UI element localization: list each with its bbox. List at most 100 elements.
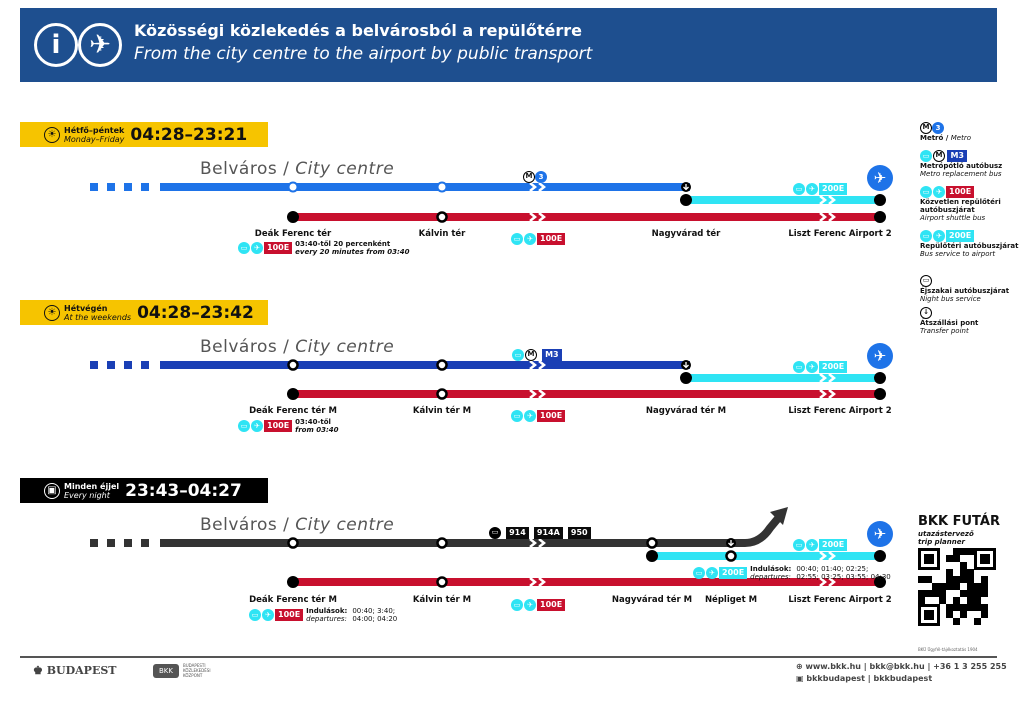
qr-code[interactable] [918, 548, 996, 626]
line-dash [107, 183, 115, 191]
route-200e-badge: ▭✈200E [793, 534, 848, 553]
deak-100e-departures: ▭✈100E Indulások:00:40; 3:40;departures:… [249, 607, 397, 623]
day-hu: Hétfő–péntek [64, 125, 125, 135]
transfer-arrow [683, 362, 689, 369]
station-label: Deák Ferenc tér [254, 229, 332, 239]
bus-icon: ▭ [793, 182, 805, 195]
social-info: ▣ bkkbudapest | bkkbudapest [796, 674, 933, 683]
page-subtitle: From the city centre to the airport by p… [134, 44, 593, 64]
direction-chevron [529, 577, 538, 587]
station-label: Kálvin tér M [412, 595, 472, 605]
station-stop [436, 388, 448, 400]
direction-chevron [538, 212, 547, 222]
direction-chevron [538, 389, 547, 399]
station-stop [874, 550, 886, 562]
page-title: Közösségi közlekedés a belvárosból a rep… [134, 21, 582, 40]
station-stop [680, 194, 692, 206]
direction-chevron [819, 577, 828, 587]
direction-chevron [538, 182, 547, 192]
airport-icon: ✈ [867, 343, 893, 369]
night-bus-icon: ▭ [489, 526, 501, 539]
service-hours: 23:43–04:27 [125, 480, 242, 501]
continuation-arrow [770, 507, 788, 525]
direction-chevron [819, 389, 828, 399]
station-label: Deák Ferenc tér M [249, 406, 337, 416]
direction-chevron [828, 389, 837, 399]
night-bus-line [160, 513, 784, 547]
direction-chevron [828, 551, 837, 561]
station-stop [287, 537, 299, 549]
station-stop [287, 388, 299, 400]
station-stop [874, 388, 886, 400]
day-en: Monday–Friday [64, 134, 125, 144]
station-label: Kálvin tér M [412, 406, 472, 416]
station-label: Népliget M [704, 595, 758, 605]
header-banner: i ✈ Közösségi közlekedés a belvárosból a… [20, 8, 997, 82]
city-centre-label: Belváros / City centre [200, 515, 395, 535]
night-bus-icon: ▣ [44, 482, 60, 499]
footer-divider [20, 656, 997, 658]
sun-icon: ☀ [44, 126, 60, 143]
direction-chevron [538, 577, 547, 587]
metro-icon: M [523, 170, 535, 183]
direction-chevron [529, 538, 538, 548]
direction-chevron [828, 212, 837, 222]
line-dash [124, 183, 132, 191]
direction-chevron [529, 182, 538, 192]
station-stop [874, 372, 886, 384]
route-100e-badge: ▭✈100E [511, 228, 566, 247]
route-100e-badge: ▭✈100E [511, 594, 566, 613]
station-label: Nagyvárad tér M [645, 406, 727, 416]
direction-chevron [828, 195, 837, 205]
station-stop [874, 576, 886, 588]
direction-chevron [819, 373, 828, 383]
city-centre-label: Belváros / City centre [200, 337, 395, 357]
metro-stop [436, 181, 448, 193]
direction-chevron [538, 360, 547, 370]
line-dash [141, 361, 149, 369]
route-100e-badge: ▭✈100E [511, 405, 566, 424]
night-bus-badges: ▭ 914 914A 950 [489, 522, 591, 541]
line-dash [107, 361, 115, 369]
station-stop [646, 537, 658, 549]
station-stop [874, 211, 886, 223]
transfer-icon: ↓ [920, 307, 932, 319]
line-dash [141, 539, 149, 547]
bus-icon: ▭ [511, 232, 523, 245]
direction-chevron [828, 577, 837, 587]
station-label: Kálvin tér [418, 229, 466, 239]
direction-chevron [819, 195, 828, 205]
line-dash [90, 539, 98, 547]
route-200e-badge: ▭✈200E [793, 178, 848, 197]
station-stop [436, 359, 448, 371]
station-stop [725, 550, 737, 562]
night-bus-icon: ▭ [920, 275, 932, 287]
route-200e-badge: ▭✈200E [793, 356, 848, 375]
station-stop [287, 211, 299, 223]
line-dash [90, 183, 98, 191]
station-stop [287, 359, 299, 371]
city-centre-label: Belváros / City centre [200, 159, 395, 179]
direction-chevron [529, 360, 538, 370]
station-stop [874, 194, 886, 206]
direction-chevron [529, 212, 538, 222]
line-dash [124, 539, 132, 547]
station-label: Nagyvárad tér M [611, 595, 693, 605]
station-stop [646, 550, 658, 562]
airplane-icon: ✈ [78, 23, 122, 67]
line-dash [124, 361, 132, 369]
station-label: Liszt Ferenc Airport 2 [788, 229, 892, 239]
direction-chevron [828, 373, 837, 383]
